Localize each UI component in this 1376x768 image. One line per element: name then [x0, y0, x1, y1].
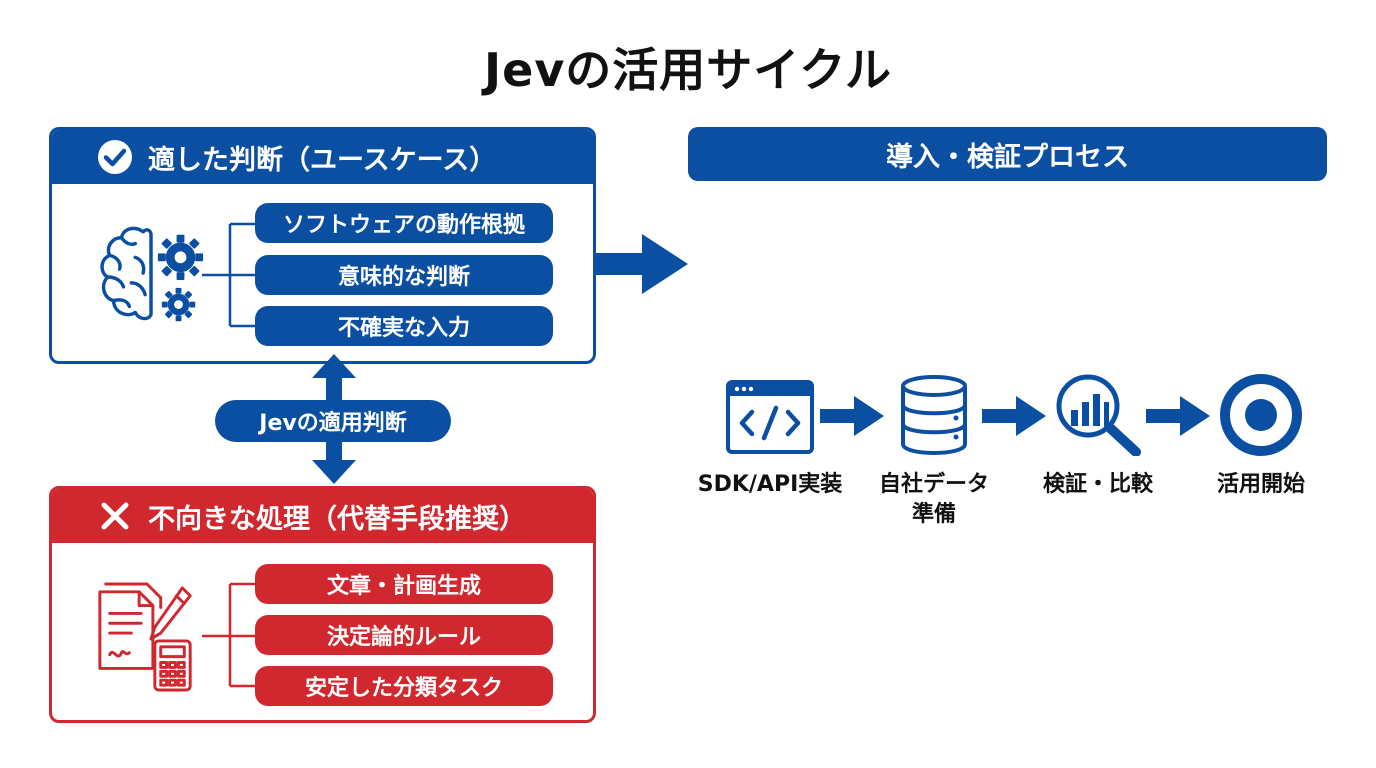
- check-circle-icon: [98, 140, 132, 174]
- unsuitable-item: 決定論的ルール: [255, 615, 553, 655]
- step-arrow-icon: [820, 396, 884, 436]
- process-header: 導入・検証プロセス: [688, 127, 1327, 181]
- unsuitable-panel-header: 不向きな処理（代替手段推奨）: [52, 489, 593, 543]
- unsuitable-item: 安定した分類タスク: [255, 666, 553, 706]
- page-title: Jevの活用サイクル: [484, 43, 892, 97]
- step-arrow-icon: [982, 396, 1046, 436]
- applicability-judgement-label: Jevの適用判断: [215, 400, 451, 442]
- suitable-header-text: 適した判断（ユースケース）: [148, 144, 497, 176]
- unsuitable-item: 文章・計画生成: [255, 564, 553, 604]
- database-icon: [901, 375, 967, 455]
- suitable-panel: 適した判断（ユースケース）: [49, 127, 596, 364]
- step-arrow-icon: [1146, 396, 1210, 436]
- suitable-item: ソフトウェアの動作根拠: [255, 203, 553, 243]
- right-arrow-icon: [596, 234, 688, 294]
- cross-icon: [101, 502, 129, 530]
- brain-gears-icon: [100, 226, 204, 322]
- suitable-item: 意味的な判断: [255, 255, 553, 295]
- step-label-sdk: SDK/API実装: [697, 472, 843, 497]
- step-label-data: 自社データ 準備: [878, 472, 989, 527]
- suitable-item: 不確実な入力: [255, 306, 553, 346]
- target-icon: [1220, 374, 1302, 456]
- code-window-icon: [726, 380, 814, 454]
- unsuitable-connector: [202, 582, 262, 688]
- suitable-connector: [202, 222, 262, 328]
- document-pen-calculator-icon: [98, 582, 192, 692]
- step-label-verify: 検証・比較: [1042, 472, 1153, 497]
- suitable-panel-header: 適した判断（ユースケース）: [52, 130, 593, 184]
- unsuitable-panel: 不向きな処理（代替手段推奨）: [49, 486, 596, 723]
- unsuitable-header-text: 不向きな処理（代替手段推奨）: [148, 503, 526, 535]
- step-label-start: 活用開始: [1216, 472, 1305, 497]
- magnifier-chart-icon: [1056, 374, 1141, 456]
